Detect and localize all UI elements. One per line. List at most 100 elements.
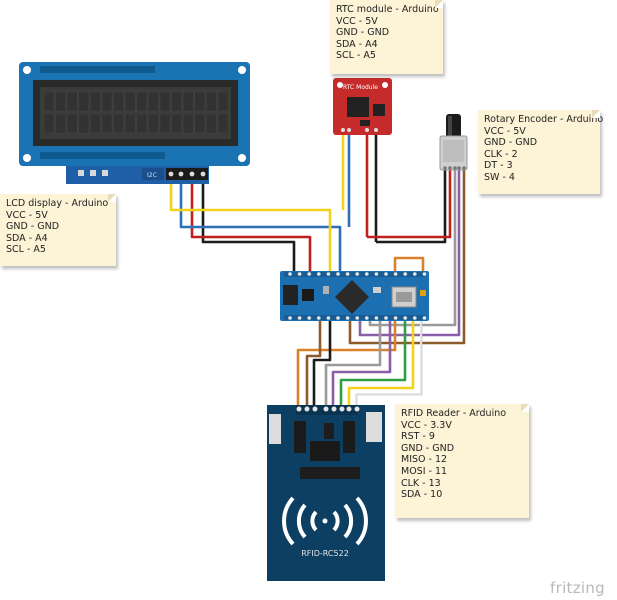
note-fold-corner <box>592 110 600 118</box>
arduino-nano <box>280 271 429 321</box>
lcd-char-cell <box>148 113 159 134</box>
note-lcd-display: LCD display - Arduino VCC - 5V GND - GND… <box>0 194 116 266</box>
lcd-char-cell <box>90 91 101 112</box>
lcd-char-cell <box>171 91 182 112</box>
lcd-char-cell <box>182 91 194 112</box>
rfid-antenna-icon <box>282 496 368 546</box>
note-fold-corner <box>108 194 116 202</box>
arduino-pin <box>307 316 312 320</box>
arduino-pin <box>355 272 360 276</box>
lcd-char-cell <box>206 91 217 112</box>
note-fold-corner <box>521 404 529 412</box>
note-line: MOSI - 11 <box>401 465 448 477</box>
lcd-char-cell <box>78 113 90 134</box>
arduino-pin <box>422 316 427 320</box>
wire-lcd-sda <box>179 180 342 274</box>
note-line: VCC - 5V <box>336 15 378 27</box>
lcd-char-cell <box>66 113 78 134</box>
arduino-pin <box>288 272 292 276</box>
note-line: GND - GND <box>401 442 455 454</box>
note-line: SDA - 10 <box>401 489 443 501</box>
arduino-pin <box>403 272 408 276</box>
note-fold-corner <box>435 0 443 8</box>
note-title: RFID Reader - Arduino <box>401 408 507 419</box>
arduino-pin <box>374 316 379 320</box>
arduino-pin <box>374 272 379 276</box>
fritzing-watermark: fritzing <box>550 579 605 597</box>
wire-rfid-miso <box>339 318 407 408</box>
lcd-char-cell <box>182 113 194 134</box>
mcu-chip <box>335 280 369 314</box>
rtc-label: RTC Module <box>343 84 378 91</box>
note-rtc-module: RTC module - Arduino VCC - 5V GND - GND … <box>330 0 443 74</box>
rfid-chip <box>310 441 340 461</box>
lcd-char-cell <box>66 91 78 112</box>
lcd-char-cell <box>206 113 217 134</box>
wire-rfid-extra <box>355 318 422 408</box>
arduino-pin <box>355 316 360 320</box>
note-line: VCC - 5V <box>484 125 526 137</box>
arduino-pin <box>317 272 321 276</box>
lcd-char-cell <box>101 113 113 134</box>
arduino-pins-bottom <box>288 316 427 320</box>
arduino-pin <box>336 272 340 276</box>
note-line: MISO - 12 <box>401 454 448 466</box>
arduino-pin <box>307 272 312 276</box>
wire-lcd-vcc <box>190 180 312 274</box>
arduino-pin <box>326 316 331 320</box>
lcd-pins <box>166 168 208 180</box>
note-line: GND - GND <box>484 137 538 149</box>
lcd-char-cell <box>55 113 66 134</box>
lcd-char-cell <box>124 91 136 112</box>
i2c-backpack-label: I2C <box>147 172 157 179</box>
wire-enc-vcc <box>367 170 452 239</box>
arduino-pin <box>345 316 350 320</box>
note-line: CLK - 13 <box>401 477 441 489</box>
lcd-char-cell <box>194 91 206 112</box>
wire-rfid-gnd <box>324 318 382 408</box>
lcd-char-cell <box>217 91 229 112</box>
lcd-char-cell <box>148 91 159 112</box>
lcd-char-cell <box>136 91 148 112</box>
note-line: SCL - A5 <box>6 244 46 256</box>
arduino-pin <box>326 272 331 276</box>
rfid-reader: RFID-RC522 <box>267 405 385 581</box>
note-line: DT - 3 <box>484 160 513 172</box>
arduino-pin <box>336 316 340 320</box>
arduino-pin <box>297 272 302 276</box>
rotary-encoder <box>439 114 468 171</box>
note-line: CLK - 2 <box>484 148 518 160</box>
arduino-pin <box>403 316 408 320</box>
wire-enc-dt <box>358 170 461 337</box>
lcd-char-cell <box>159 91 171 112</box>
note-line: GND - GND <box>336 27 390 39</box>
lcd-char-cell <box>217 113 229 134</box>
arduino-pin <box>393 316 398 320</box>
lcd-char-cell <box>43 113 55 134</box>
lcd-char-cell <box>136 113 148 134</box>
wire-rfid-rst <box>331 318 392 408</box>
wire-rfid-vcc <box>347 318 415 408</box>
note-line: SDA - A4 <box>336 38 378 50</box>
arduino-pins-top <box>288 272 427 276</box>
arduino-pin <box>422 272 427 276</box>
arduino-pin <box>393 272 398 276</box>
note-line: SDA - A4 <box>6 232 48 244</box>
note-line: GND - GND <box>6 221 60 233</box>
lcd-char-cells <box>43 91 229 134</box>
arduino-pin <box>413 316 417 320</box>
note-line: SCL - A5 <box>336 50 376 62</box>
note-line: RST - 9 <box>401 431 435 443</box>
wires <box>169 133 466 408</box>
arduino-pin <box>384 272 388 276</box>
arduino-pin <box>317 316 321 320</box>
lcd-char-cell <box>124 113 136 134</box>
note-title: LCD display - Arduino <box>6 198 109 209</box>
wire-lcd-scl <box>169 180 332 274</box>
arduino-pin <box>345 272 350 276</box>
wire-rfid-extra-outline <box>356 318 423 408</box>
arduino-pin <box>288 316 292 320</box>
note-title: Rotary Encoder - Arduino <box>484 114 604 125</box>
lcd-char-cell <box>101 91 113 112</box>
lcd-char-cell <box>90 113 101 134</box>
